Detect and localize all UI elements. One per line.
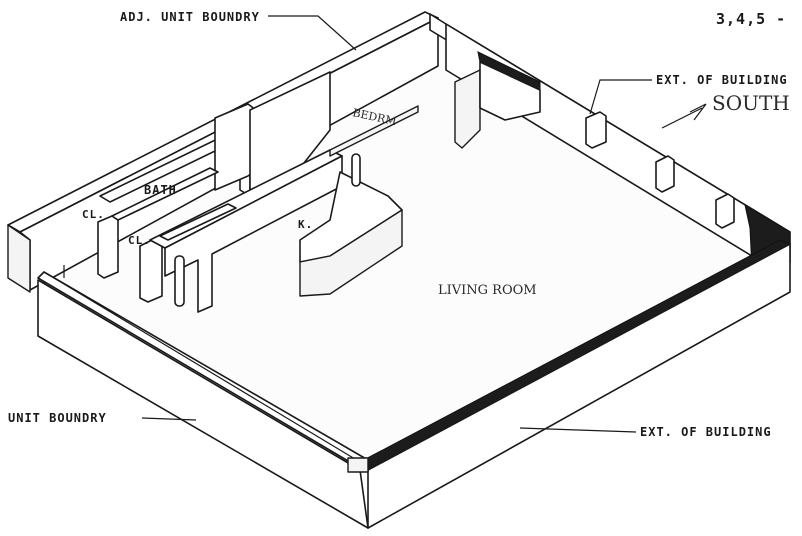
adj-unit-leader: [268, 15, 357, 51]
south-label: SOUTH: [712, 91, 790, 115]
closet-wall-1: [97, 215, 119, 279]
ext-building-top-label: EXT. OF BUILDING: [656, 73, 788, 87]
closet-label-2: CL.: [128, 234, 151, 247]
bath-inner-wall: [111, 167, 219, 221]
bath-inner-wall-2: [159, 203, 237, 241]
unit-boundary-label: UNIT BOUNDRY: [8, 411, 107, 425]
bath-label: BATH: [144, 183, 177, 197]
unit-boundary-wall-face: [37, 279, 369, 529]
kitchen-counter-face: [299, 209, 403, 297]
front-corner-post: [347, 457, 369, 473]
adj-unit-boundary-label: ADJ. UNIT BOUNDRY: [120, 10, 260, 24]
south-arrow: [661, 103, 707, 129]
ext-building-bottom-label: EXT. OF BUILDING: [640, 425, 772, 439]
pilaster: [655, 155, 675, 193]
left-end-block: [7, 224, 31, 293]
kitchen-label: K.: [298, 218, 313, 231]
ext-building-front-wall-face: [367, 243, 791, 529]
closet-wall-2: [139, 237, 163, 303]
unit-boundary-leader: [141, 417, 197, 421]
bedroom-front-wall: [249, 71, 331, 191]
plumbing-pipe: [351, 153, 361, 187]
pilaster: [715, 193, 735, 229]
entry-partition-face: [479, 61, 541, 121]
closet-label-1: CL.: [82, 208, 105, 221]
entry-partition: [454, 69, 481, 149]
ext-building-bottom-leader: [519, 427, 637, 433]
plumbing-pipe: [174, 255, 185, 307]
living-room-label: LIVING ROOM: [438, 283, 537, 298]
pilaster: [585, 111, 607, 149]
ext-building-top-leader: [589, 79, 652, 115]
bedroom-wall-shade: [329, 105, 419, 157]
page-number-label: 3,4,5 -: [716, 10, 786, 28]
